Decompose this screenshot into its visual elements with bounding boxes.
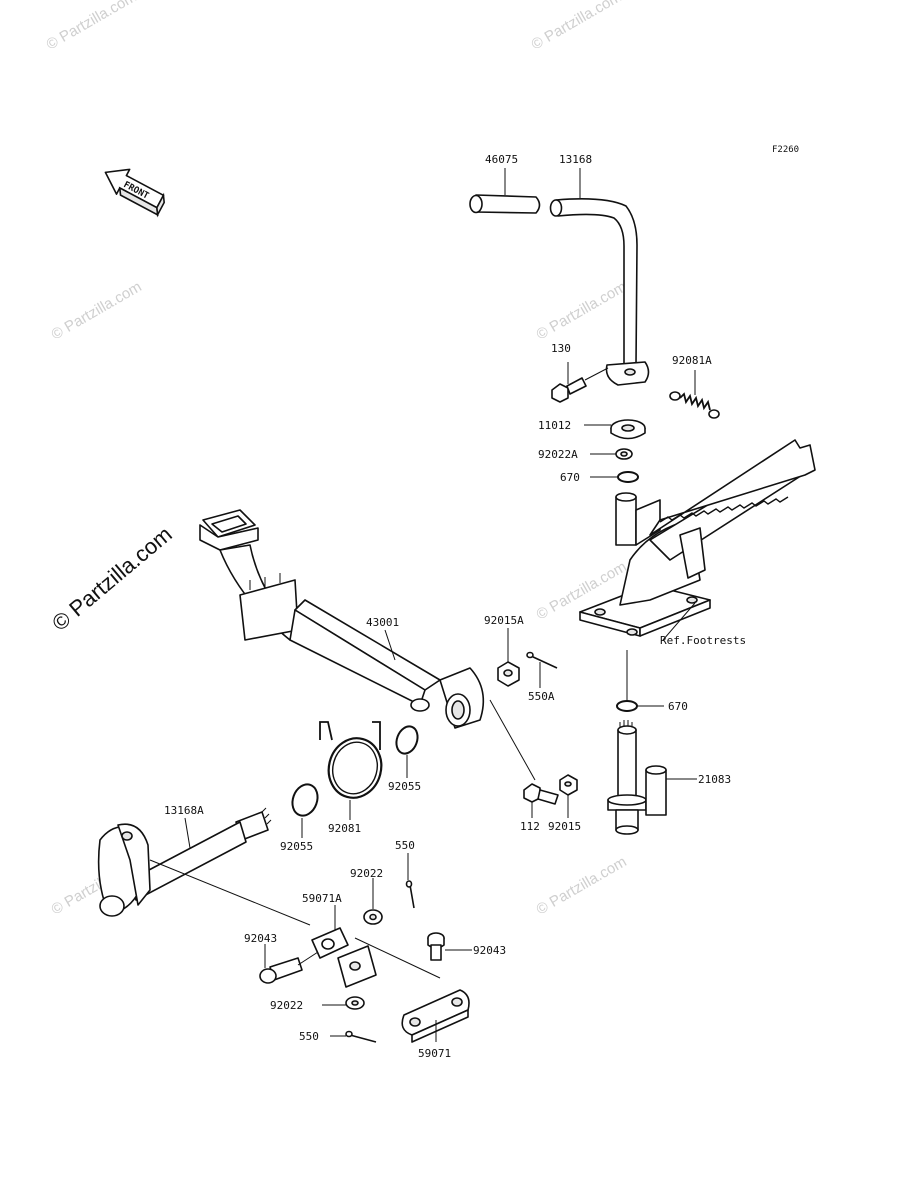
label-670-bottom: 670 <box>668 700 688 713</box>
brake-pedal-43001 <box>199 509 536 781</box>
front-arrow-icon: FRONT <box>104 168 165 218</box>
label-59071: 59071 <box>418 1047 451 1060</box>
washer-92022-bottom <box>322 996 365 1010</box>
label-670-top: 670 <box>560 471 580 484</box>
label-92015: 92015 <box>548 820 581 833</box>
cotter-pin-550-top <box>405 853 415 909</box>
cotter-pin-550-bottom <box>330 1030 377 1043</box>
o-ring-670-top <box>590 471 639 483</box>
watermark: © Partzilla.com <box>534 278 630 343</box>
watermark-large: © Partzilla.com <box>47 521 177 635</box>
link-59071 <box>401 989 470 1043</box>
watermark: © Partzilla.com <box>529 0 625 53</box>
cotter-pin-550a <box>526 651 558 688</box>
kick-pedal-grip <box>469 168 541 214</box>
o-ring-92055-b <box>291 783 319 838</box>
washer-92022a <box>590 448 633 460</box>
washer-92022-top <box>363 878 383 925</box>
label-550-top: 550 <box>395 839 415 852</box>
label-92015a: 92015A <box>484 614 524 627</box>
nut-92015 <box>559 774 578 818</box>
label-130: 130 <box>551 342 571 355</box>
o-ring-670-bottom <box>616 700 664 712</box>
pin-92043-left <box>259 944 319 984</box>
brake-shaft-13168a <box>97 807 311 926</box>
bolt-112 <box>523 783 559 818</box>
spring-92081a <box>669 370 720 419</box>
label-43001: 43001 <box>366 616 399 629</box>
label-92043-right: 92043 <box>473 944 506 957</box>
bolt-130 <box>551 362 609 403</box>
label-46075: 46075 <box>485 153 518 166</box>
label-550-bottom: 550 <box>299 1030 319 1043</box>
label-59071a: 59071A <box>302 892 342 905</box>
watermark: © Partzilla.com <box>44 0 140 53</box>
kick-shaft-21083 <box>607 720 697 835</box>
label-13168a: 13168A <box>164 804 204 817</box>
nut-92015a <box>497 628 520 687</box>
label-92043-left: 92043 <box>244 932 277 945</box>
o-ring-92055-a <box>395 725 419 778</box>
spring-92081 <box>319 721 383 820</box>
label-ref-footrests: Ref.Footrests <box>660 634 746 647</box>
pin-92043-right <box>427 932 472 961</box>
label-92022-bottom: 92022 <box>270 999 303 1012</box>
label-11012: 11012 <box>538 419 571 432</box>
label-92081a: 92081A <box>672 354 712 367</box>
label-550a: 550A <box>528 690 555 703</box>
label-92081: 92081 <box>328 822 361 835</box>
label-92055-a: 92055 <box>388 780 421 793</box>
footrest-bracket <box>579 439 816 700</box>
label-21083: 21083 <box>698 773 731 786</box>
label-92055-b: 92055 <box>280 840 313 853</box>
label-92022a: 92022A <box>538 448 578 461</box>
label-13168: 13168 <box>559 153 592 166</box>
washer-11012 <box>584 419 646 440</box>
figure-code: F2260 <box>772 145 799 155</box>
watermark: © Partzilla.com <box>534 853 630 918</box>
label-92022-top: 92022 <box>350 867 383 880</box>
watermark: © Partzilla.com <box>49 278 145 343</box>
kick-pedal <box>549 168 650 386</box>
label-112: 112 <box>520 820 540 833</box>
